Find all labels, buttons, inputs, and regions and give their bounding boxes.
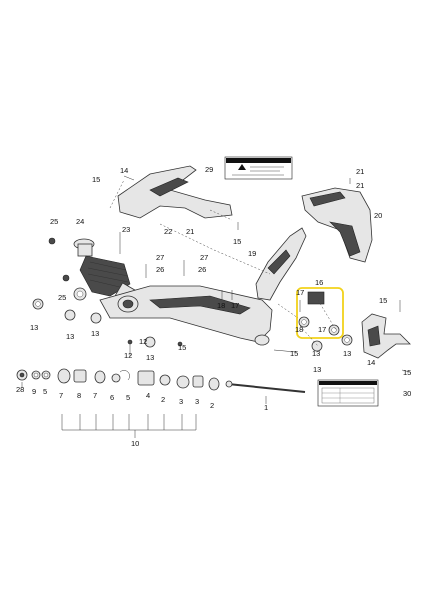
callout-15: 14 xyxy=(120,166,128,175)
callout-12: 12 xyxy=(139,337,147,346)
callout-4: 4 xyxy=(146,391,150,400)
callout-21b: 21 xyxy=(356,181,364,190)
callout-13g: 13 xyxy=(313,365,321,374)
callout-15c: 15 xyxy=(233,237,241,246)
callout-22: 22 xyxy=(164,227,172,236)
callout-10: 10 xyxy=(131,439,139,448)
callout-27b: 27 xyxy=(200,253,208,262)
bracket-19 xyxy=(255,227,307,301)
callout-24: 24 xyxy=(76,217,84,226)
callout-12b: 12 xyxy=(124,351,132,360)
callout-15f: 15 xyxy=(290,349,298,358)
callout-29: 29 xyxy=(205,165,213,174)
swingarm xyxy=(99,285,273,346)
callout-27: 27 xyxy=(156,253,164,262)
callout-13c: 13 xyxy=(91,329,99,338)
rear-fender xyxy=(301,187,373,263)
callout-1: 1 xyxy=(264,403,268,412)
chain-guard xyxy=(117,165,233,219)
callout-7: 7 xyxy=(59,391,63,400)
callout-17: 17 xyxy=(296,288,304,297)
callout-25b: 25 xyxy=(58,293,66,302)
callout-17c: 17 xyxy=(318,325,326,334)
callout-18: 18 xyxy=(217,301,225,310)
callout-7b: 7 xyxy=(93,391,97,400)
callout-19: 19 xyxy=(248,249,256,258)
callout-23: 23 xyxy=(122,225,130,234)
callout-21: 21 xyxy=(356,167,364,176)
callout-5: 5 xyxy=(43,387,47,396)
bearing-row xyxy=(16,368,306,393)
callout-8: 8 xyxy=(77,391,81,400)
callout-13b: 13 xyxy=(66,332,74,341)
callout-13d: 13 xyxy=(146,353,154,362)
callout-15g: 15 xyxy=(403,368,411,377)
callout-30: 30 xyxy=(403,389,411,398)
rear-hugger xyxy=(361,313,411,359)
highlight-box xyxy=(296,287,344,339)
callout-3: 3 xyxy=(179,397,183,406)
callout-17b: 17 xyxy=(231,301,239,310)
callout-2: 2 xyxy=(161,395,165,404)
callout-15d: 15 xyxy=(379,296,387,305)
callout-2b: 2 xyxy=(210,401,214,410)
callout-16: 16 xyxy=(315,278,323,287)
explode-lines xyxy=(109,179,337,347)
callout-28: 28 xyxy=(16,385,24,394)
callout-26: 26 xyxy=(156,265,164,274)
label-30 xyxy=(317,379,379,407)
callout-15e: 15 xyxy=(178,343,186,352)
callout-20: 20 xyxy=(374,211,382,220)
callout-3b: 3 xyxy=(195,397,199,406)
callout-5b: 5 xyxy=(126,393,130,402)
callout-21c: 21 xyxy=(186,227,194,236)
callout-6: 6 xyxy=(110,393,114,402)
callout-9: 9 xyxy=(32,387,36,396)
warning-label xyxy=(224,156,293,180)
seals xyxy=(32,287,353,352)
callout-18b: 18 xyxy=(295,325,303,334)
bolts xyxy=(48,175,411,373)
callout-14: 14 xyxy=(367,358,375,367)
callout-13e: 13 xyxy=(312,349,320,358)
callout-25: 25 xyxy=(50,217,58,226)
group-10-bracket xyxy=(21,382,267,438)
callout-15b: 15 xyxy=(92,175,100,184)
callout-labels: 14 15 29 21 21 20 24 25 23 22 21 15 19 2… xyxy=(16,165,411,448)
shock-absorber xyxy=(73,238,137,304)
callout-13: 13 xyxy=(30,323,38,332)
callout-13f: 13 xyxy=(343,349,351,358)
callout-26b: 26 xyxy=(198,265,206,274)
